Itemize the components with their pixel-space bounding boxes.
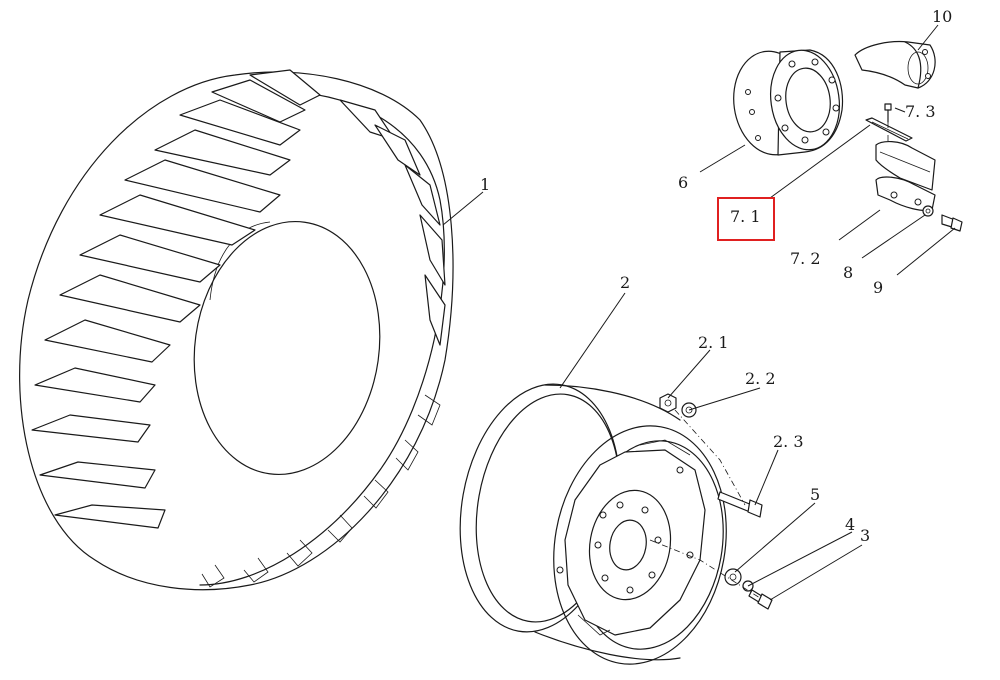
callout-9: 9 — [873, 278, 883, 297]
bearing-half-part-7-2 — [875, 141, 936, 191]
tire-part-1 — [19, 69, 454, 591]
callout-7-1: 7. 1 — [730, 207, 761, 226]
callout-2: 2 — [620, 273, 630, 292]
key-part-7-1 — [865, 117, 913, 142]
nut-part-2-1 — [659, 393, 677, 413]
screw-part-7-3 — [884, 103, 892, 123]
callout-8: 8 — [843, 263, 853, 282]
callout-2-1: 2. 1 — [698, 333, 729, 352]
callout-4: 4 — [845, 515, 855, 534]
leader-lines — [442, 24, 956, 601]
callout-labels: 1 2 2. 1 2. 2 2. 3 3 4 5 6 7. 1 7. 2 7. … — [480, 7, 952, 545]
callout-6: 6 — [678, 173, 688, 192]
bolt-part-2-3 — [717, 491, 763, 518]
callout-2-2: 2. 2 — [745, 369, 776, 388]
callout-7-3: 7. 3 — [905, 102, 936, 121]
callout-5: 5 — [810, 485, 820, 504]
washer-part-5 — [724, 568, 742, 586]
highlight-box-callout-7-1 — [717, 197, 775, 241]
wheel-rim-part-2 — [459, 383, 727, 665]
rim-bolt-holes — [594, 501, 662, 594]
bolt-part-3 — [748, 589, 773, 610]
hub-flange-part-6 — [733, 49, 844, 156]
callout-3: 3 — [860, 526, 870, 545]
flange-bolt-holes — [745, 58, 840, 144]
bolt-part-9 — [941, 214, 963, 232]
callout-2-3: 2. 3 — [773, 432, 804, 451]
washer-part-9 — [922, 205, 934, 217]
half-shell-part-10 — [854, 40, 936, 89]
callout-7-2: 7. 2 — [790, 249, 821, 268]
callout-10: 10 — [932, 7, 952, 26]
callout-1: 1 — [480, 175, 490, 194]
